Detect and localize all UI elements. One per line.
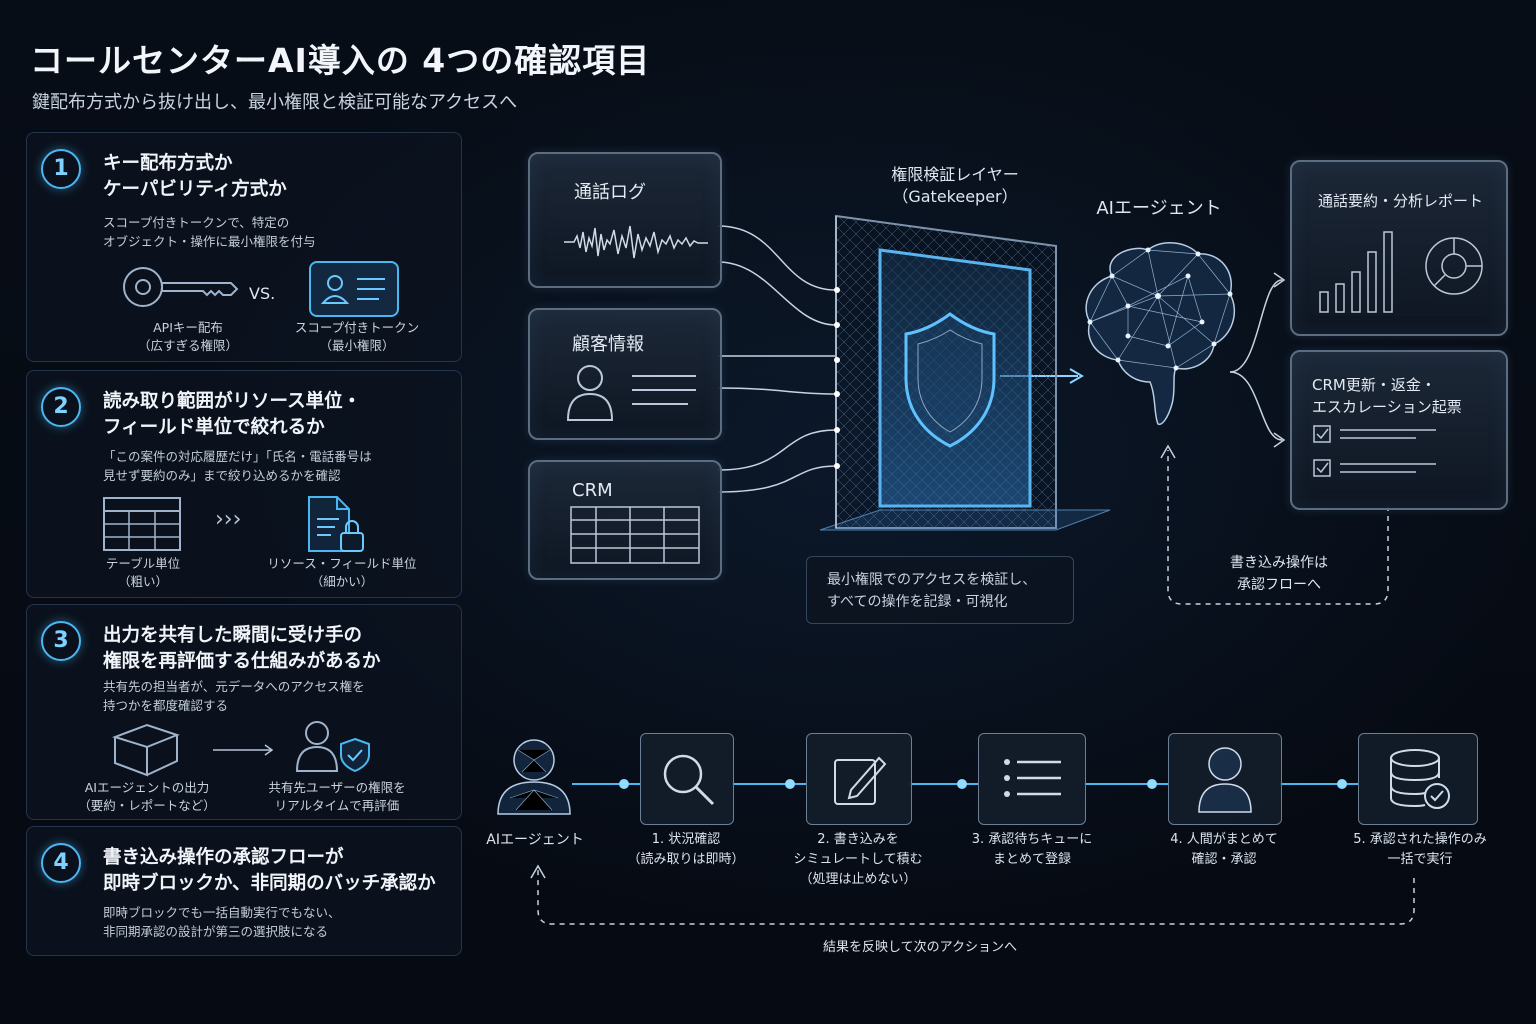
share-arrow-icon bbox=[213, 744, 274, 756]
scoped-token-icon bbox=[309, 261, 399, 317]
source-title: CRM bbox=[572, 480, 613, 501]
flow-step-1 bbox=[640, 733, 734, 825]
human-approver-icon bbox=[1198, 747, 1252, 813]
check-number: 4 bbox=[41, 843, 81, 883]
source-panel-customer: 顧客情報 bbox=[528, 308, 722, 440]
flow-step-5 bbox=[1358, 733, 1478, 825]
flow-step-4 bbox=[1168, 733, 1282, 825]
vs-label: VS. bbox=[249, 284, 276, 303]
field-level-caption: リソース・フィールド単位（細かい） bbox=[267, 556, 417, 589]
flow-step-3 bbox=[978, 733, 1086, 825]
flow-loop-label: 結果を反映して次のアクションへ bbox=[823, 940, 1017, 955]
edit-icon bbox=[834, 756, 887, 805]
locked-document-icon bbox=[308, 496, 364, 552]
shield-icon bbox=[904, 312, 996, 448]
customer-profile-icon bbox=[566, 365, 696, 421]
check-number: 2 bbox=[41, 387, 81, 427]
check-title: 読み取り範囲がリソース単位・フィールド単位で絞れるか bbox=[103, 391, 362, 438]
flow-step-3-caption: 3. 承認待ちキューにまとめて登録 bbox=[971, 832, 1093, 867]
key-icon bbox=[123, 267, 239, 307]
box-icon bbox=[111, 723, 180, 777]
checklist-icon bbox=[1313, 425, 1436, 477]
check-description: 即時ブロックでも一括自動実行でもない、非同期承認の設計が第三の選択肢になる bbox=[103, 905, 341, 939]
check-card-3: 3 出力を共有した瞬間に受け手の権限を再評価する仕組みがあるか 共有先の担当者が… bbox=[26, 604, 462, 820]
check-title: キー配布方式かケーパビリティ方式か bbox=[103, 153, 287, 200]
crm-table-icon bbox=[570, 506, 700, 564]
write-approval-note: 書き込み操作は承認フローへ bbox=[1230, 555, 1328, 593]
check-card-4: 4 書き込み操作の承認フローが即時ブロックか、非同期のバッチ承認か 即時ブロック… bbox=[26, 826, 462, 956]
output-panel-crm-update: CRM更新・返金・エスカレーション起票 bbox=[1290, 350, 1508, 510]
table-level-caption: テーブル単位（粗い） bbox=[105, 556, 181, 589]
check-description: 共有先の担当者が、元データへのアクセス権を持つかを都度確認する bbox=[103, 679, 365, 713]
check-title: 出力を共有した瞬間に受け手の権限を再評価する仕組みがあるか bbox=[103, 625, 381, 672]
flow-step-2-caption: 2. 書き込みをシミュレートして積む（処理は止めない） bbox=[793, 832, 923, 887]
arrow-glyph: ››› bbox=[215, 507, 242, 532]
output-title: CRM更新・返金・エスカレーション起票 bbox=[1312, 376, 1462, 416]
flow-agent-label: AIエージェント bbox=[486, 832, 584, 848]
gatekeeper-note: 最小権限でのアクセスを検証し、すべての操作を記録・可視化 bbox=[806, 556, 1074, 624]
check-description: スコープ付きトークンで、特定のオブジェクト・操作に最小権限を付与 bbox=[103, 215, 316, 249]
check-card-2: 2 読み取り範囲がリソース単位・フィールド単位で絞れるか 「この案件の対応履歴だ… bbox=[26, 370, 462, 598]
check-number: 3 bbox=[41, 621, 81, 661]
check-title: 書き込み操作の承認フローが即時ブロックか、非同期のバッチ承認か bbox=[103, 847, 436, 894]
database-check-icon bbox=[1390, 749, 1450, 809]
agent-label: AIエージェント bbox=[1096, 198, 1222, 219]
output-panel-report: 通話要約・分析レポート bbox=[1290, 160, 1508, 336]
check-card-1: 1 キー配布方式かケーパビリティ方式か スコープ付きトークンで、特定のオブジェク… bbox=[26, 132, 462, 362]
queue-list-icon bbox=[1004, 759, 1061, 797]
output-title: 通話要約・分析レポート bbox=[1318, 192, 1484, 210]
gatekeeper-title: 権限検証レイヤー（Gatekeeper） bbox=[891, 165, 1019, 206]
flow-step-5-caption: 5. 承認された操作のみ一括で実行 bbox=[1353, 832, 1487, 867]
search-icon bbox=[663, 754, 715, 806]
source-panel-call-log: 通話ログ bbox=[528, 152, 722, 288]
source-title: 通話ログ bbox=[574, 182, 646, 203]
api-key-caption: APIキー配布（広すぎる権限） bbox=[137, 320, 238, 353]
gate-input-dots bbox=[834, 287, 840, 469]
source-panel-crm: CRM bbox=[528, 460, 722, 580]
page-subtitle: 鍵配布方式から抜け出し、最小権限と検証可能なアクセスへ bbox=[32, 92, 518, 113]
source-title: 顧客情報 bbox=[572, 334, 644, 355]
brain-network-icon bbox=[1085, 242, 1236, 426]
flow-step-2 bbox=[806, 733, 912, 825]
user-shield-icon bbox=[295, 721, 370, 773]
flow-step-4-caption: 4. 人間がまとめて確認・承認 bbox=[1170, 832, 1278, 867]
report-chart-icon bbox=[1319, 231, 1483, 313]
agent-avatar-icon bbox=[497, 739, 571, 815]
reevaluate-caption: 共有先ユーザーの権限をリアルタイムで再評価 bbox=[268, 780, 406, 813]
flow-step-1-caption: 1. 状況確認（読み取りは即時） bbox=[627, 832, 745, 867]
waveform-icon bbox=[564, 225, 708, 259]
agent-output-caption: AIエージェントの出力（要約・レポートなど） bbox=[78, 780, 216, 813]
check-description: 「この案件の対応履歴だけ」「氏名・電話番号は見せず要約のみ」まで絞り込めるかを確… bbox=[103, 449, 372, 483]
scoped-token-caption: スコープ付きトークン（最小権限） bbox=[294, 320, 420, 353]
page-title: コールセンターAI導入の 4つの確認項目 bbox=[30, 41, 651, 80]
table-icon bbox=[103, 497, 181, 551]
check-number: 1 bbox=[41, 149, 81, 189]
gatekeeper-gate-icon bbox=[819, 214, 1111, 531]
